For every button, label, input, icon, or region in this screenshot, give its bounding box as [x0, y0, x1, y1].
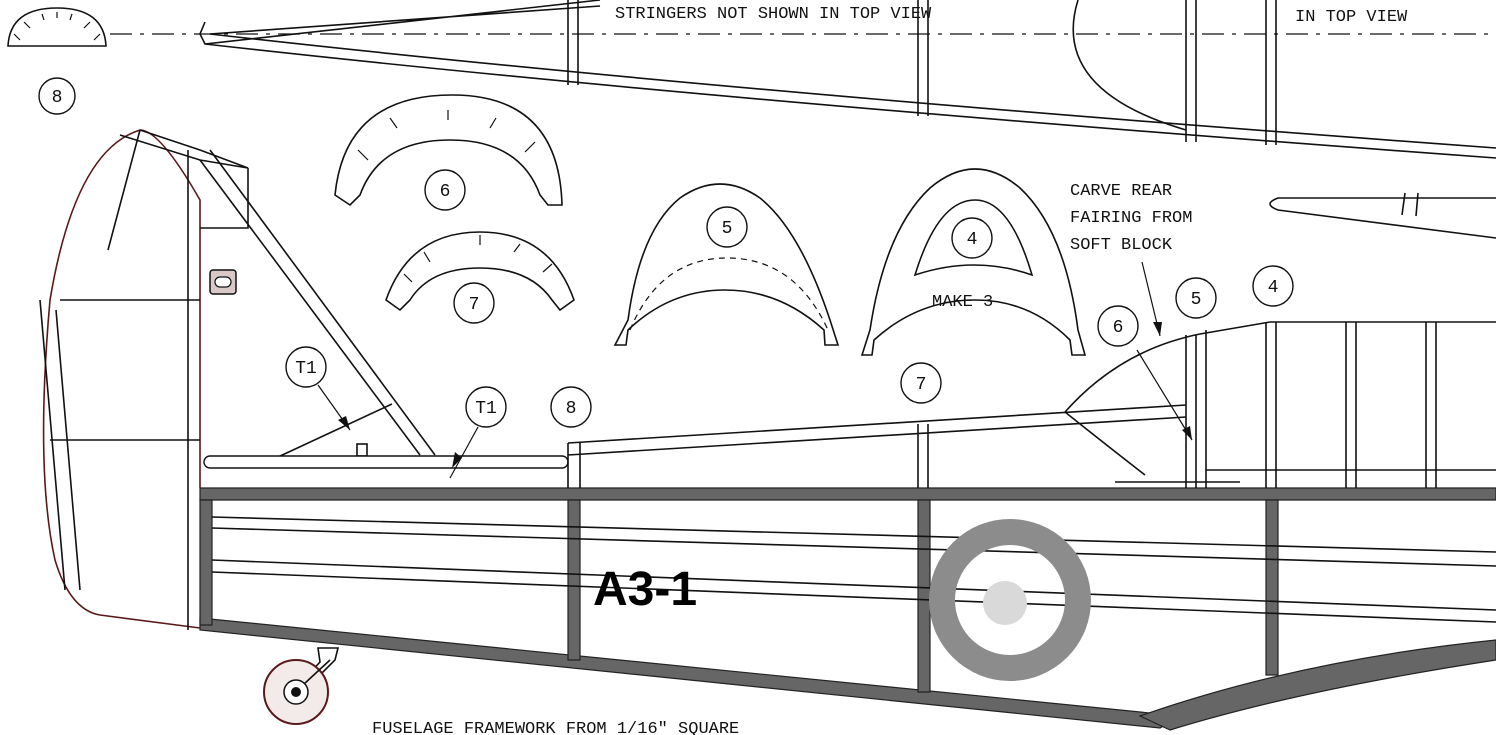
cowl-lines [39, 129, 249, 630]
top-view-former-lines [567, 0, 1277, 145]
part-label-5-side-text: 5 [1191, 290, 1202, 310]
part-label-8-side-text: 8 [566, 399, 577, 419]
part-label-6-side [1097, 305, 1139, 347]
part-label-4-side-text: 4 [1268, 278, 1279, 298]
note-framework: FUSELAGE FRAMEWORK FROM 1/16" SQUARE [372, 720, 739, 735]
stabilizer-piece [1269, 192, 1496, 239]
part-label-6-text: 6 [440, 182, 451, 202]
note-stringers-top: STRINGERS NOT SHOWN IN TOP VIEW [615, 5, 932, 24]
top-view-outline [199, 0, 1496, 159]
note-top-view-right: IN TOP VIEW [1295, 8, 1408, 27]
roundel [929, 519, 1091, 681]
registration-text: A3-1 [593, 563, 697, 616]
nose-outline [42, 129, 201, 629]
former-6-drawing: 6 [334, 94, 563, 211]
part-label-7-side-text: 7 [916, 375, 927, 395]
top-view: STRINGERS NOT SHOWN IN TOP VIEW IN TOP V… [110, 0, 1496, 159]
part-label-t1-a-text: T1 [295, 359, 317, 379]
former-7-drawing: 7 [385, 231, 575, 324]
part-label-8-side [550, 386, 592, 428]
part-label-8-top-text: 8 [52, 88, 63, 108]
part-label-5-text: 5 [722, 219, 733, 239]
former-4-drawing: 4 MAKE 3 [860, 168, 1087, 356]
side-view: A3-1 T1 T1 8 7 6 5 4 FUSELAGE FRAMEWORK … [39, 129, 1496, 735]
part-label-4-side [1252, 265, 1294, 307]
sill-piece-t1 [203, 455, 569, 469]
roundel-center [983, 581, 1027, 625]
note-carve-line1: CARVE REAR [1070, 182, 1172, 201]
note-carve-line3: SOFT BLOCK [1070, 236, 1173, 255]
part-label-8-top [38, 77, 76, 115]
part-label-t1-b [465, 386, 507, 428]
top-longeron [199, 487, 1496, 501]
former-5-drawing: 5 [613, 183, 840, 346]
part-label-6-side-text: 6 [1113, 318, 1124, 338]
carve-note: CARVE REAR FAIRING FROM SOFT BLOCK [1070, 182, 1192, 337]
part-label-7 [453, 282, 495, 324]
part-label-7-side [900, 362, 942, 404]
part-label-5-side [1175, 277, 1217, 319]
part-label-4 [951, 217, 993, 259]
part-label-7-text: 7 [469, 295, 480, 315]
part-label-5 [706, 206, 748, 248]
tail-wheel [263, 647, 340, 725]
top-view-canopy-outline [1072, 0, 1187, 131]
part-label-t1-b-text: T1 [475, 399, 497, 419]
part-label-t1-a [285, 346, 327, 388]
note-carve-line2: FAIRING FROM [1070, 209, 1192, 228]
part-label-6 [424, 169, 466, 211]
part-label-4-text: 4 [967, 230, 978, 250]
note-make-3: MAKE 3 [932, 293, 993, 312]
former-8-drawing: 8 [7, 7, 107, 115]
bottom-longeron [199, 617, 1182, 729]
